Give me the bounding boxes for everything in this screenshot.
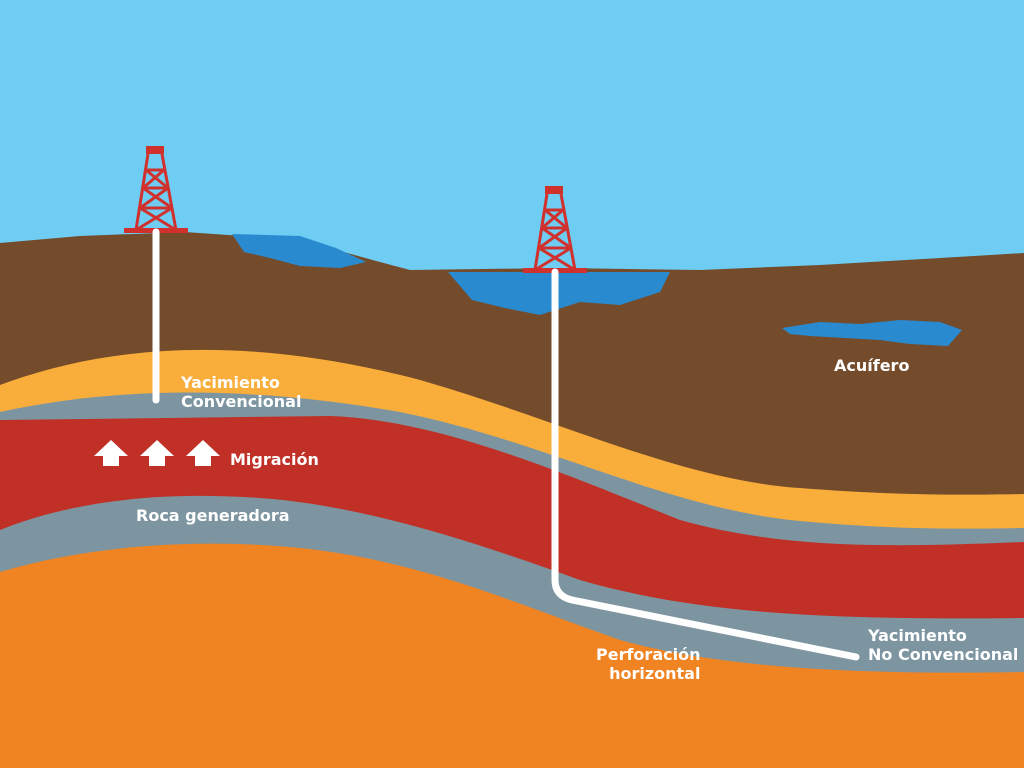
label-conventional-reservoir: Yacimiento Convencional	[181, 373, 301, 411]
label-migration: Migración	[230, 450, 319, 469]
label-unconventional-reservoir: Yacimiento No Convencional	[868, 626, 1018, 664]
label-drilling-line-1: Perforación	[596, 645, 701, 664]
surface-pond-left	[232, 234, 366, 268]
label-unconventional-line-1: Yacimiento	[868, 626, 967, 645]
aquifer-pool	[782, 320, 962, 346]
label-conventional-line-2: Convencional	[181, 392, 302, 411]
horizontal-well-pipe	[551, 268, 860, 661]
migration-arrow-1	[94, 440, 128, 466]
label-aquifer: Acuífero	[834, 356, 910, 375]
label-source-rock: Roca generadora	[136, 506, 290, 525]
deep-orange-layer	[0, 543, 1024, 768]
label-unconventional-line-2: No Convencional	[868, 645, 1019, 664]
migration-arrow-3	[186, 440, 220, 466]
derrick-left	[124, 146, 188, 233]
label-conventional-line-1: Yacimiento	[181, 373, 280, 392]
label-drilling-line-2: horizontal	[609, 664, 701, 683]
migration-arrow-2	[140, 440, 174, 466]
label-horizontal-drilling: Perforación horizontal	[596, 645, 700, 683]
surface-pond-right	[448, 272, 670, 315]
